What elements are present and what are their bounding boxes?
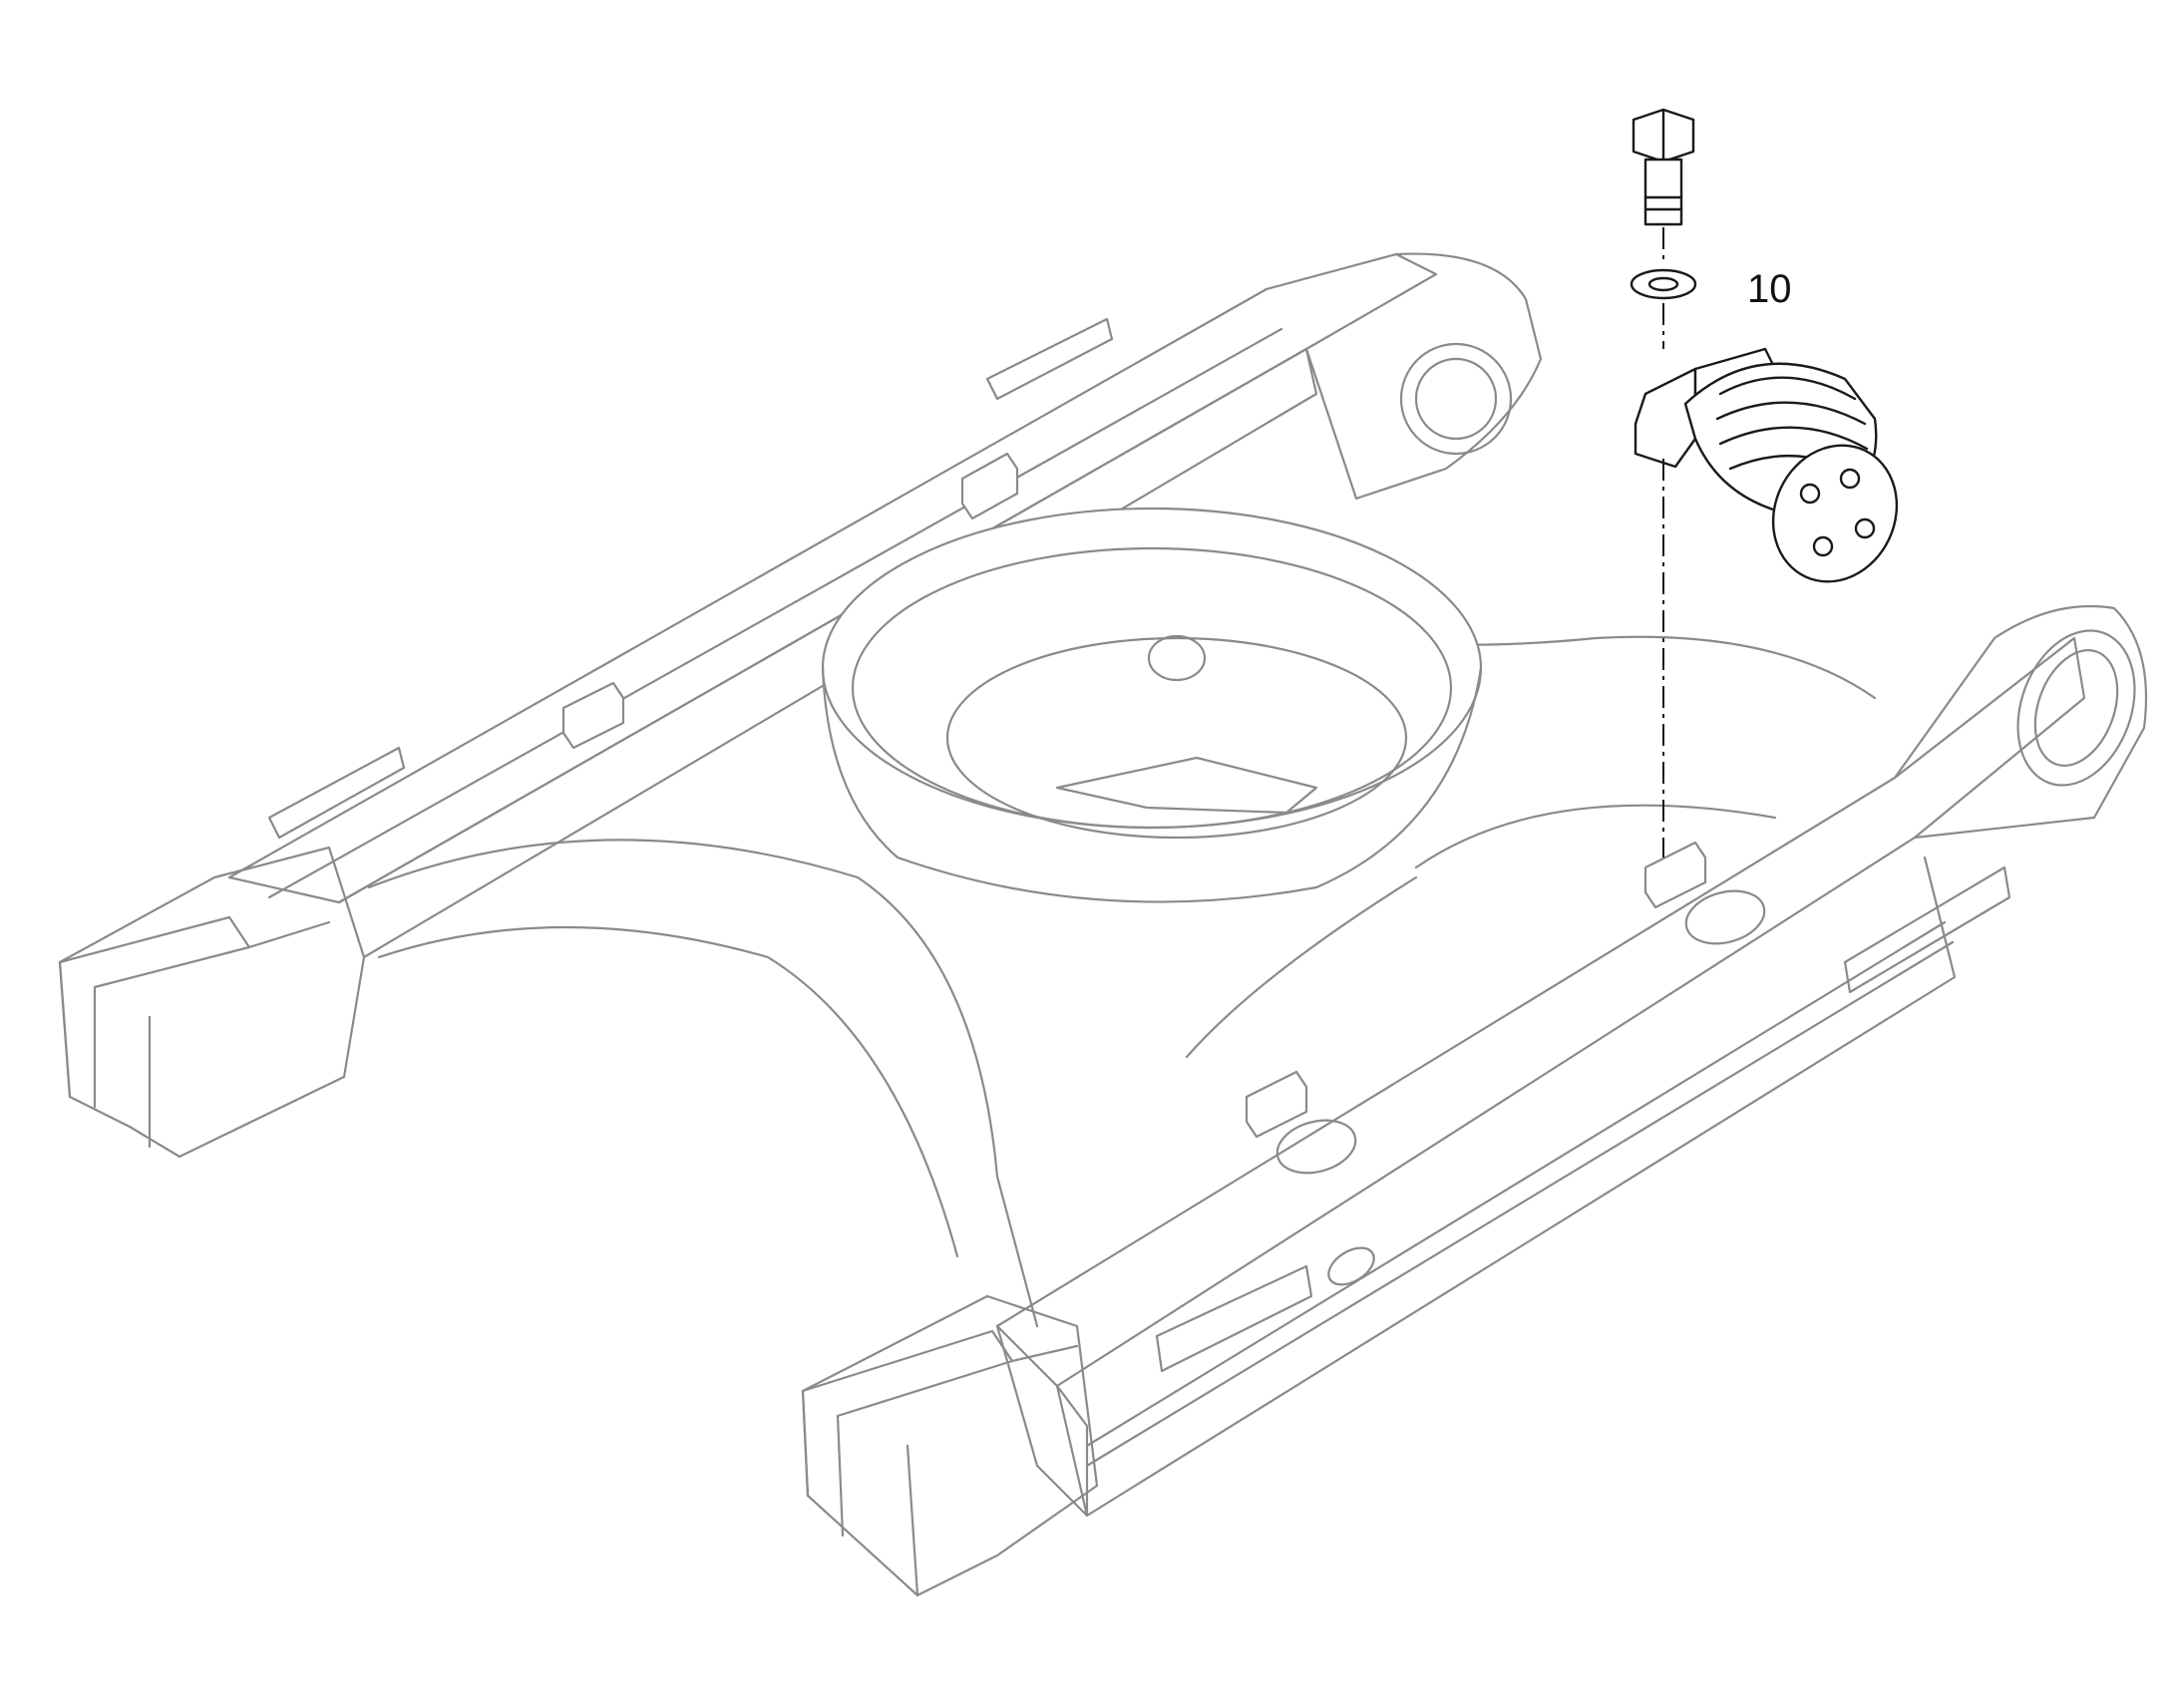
upper-drive-bracket bbox=[58, 846, 366, 1159]
swing-bearing-ring bbox=[821, 507, 1483, 903]
bolt bbox=[1632, 108, 1695, 226]
lower-drive-bracket bbox=[801, 1294, 1099, 1597]
carrier-roller-assembly bbox=[1630, 108, 1899, 857]
lower-side-frame bbox=[995, 604, 2148, 1518]
callout-10: 10 bbox=[1747, 267, 1792, 311]
washer bbox=[1630, 268, 1697, 300]
track-frame bbox=[58, 252, 2148, 1597]
carrier-roller bbox=[1634, 347, 1899, 583]
upper-side-frame bbox=[227, 252, 1543, 959]
